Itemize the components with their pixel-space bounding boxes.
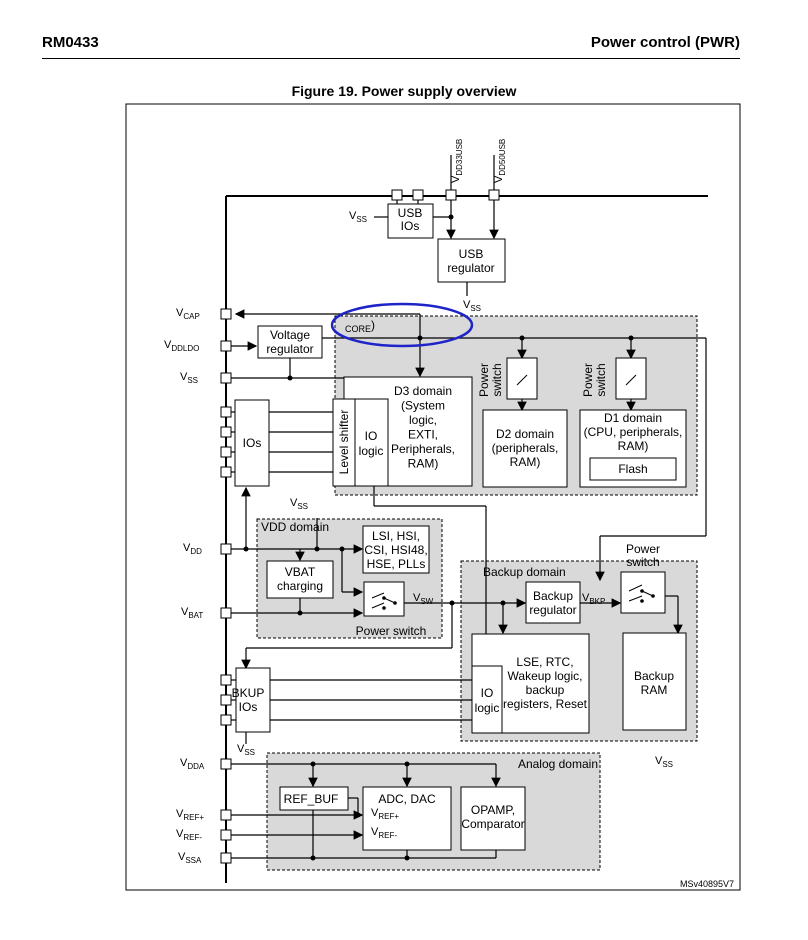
core-domain-label: CORE) [345, 318, 375, 334]
usb-ios-block [387, 203, 434, 239]
vss-label: VSS [180, 371, 198, 385]
vbat-charging-block [266, 560, 334, 599]
ios-label: IOs [243, 436, 262, 450]
switch-contacts [382, 589, 655, 610]
header-rule [42, 58, 740, 59]
ref-buf-block [279, 786, 349, 811]
vddldo-label: VDDLDO [164, 339, 199, 353]
vss-usb-ios-label: VSS [349, 210, 367, 224]
vdd-label: VDD [183, 542, 202, 556]
document-id: RM0433 [42, 34, 99, 51]
vssa-label: VSSA [178, 851, 202, 865]
d2-power-switch-block [506, 357, 538, 400]
io-logic-block [354, 398, 389, 487]
adc-vrefp-label: VREF+ [371, 807, 399, 821]
backup-power-switch-block [620, 571, 666, 614]
pin-pads [220, 189, 500, 864]
vrefm-label: VREF- [176, 828, 202, 842]
figure-title: Figure 19. Power supply overview [291, 83, 517, 99]
opamp-block [460, 786, 526, 851]
figure-ref-label: MSv40895V7 [680, 879, 734, 889]
junction-dots [243, 214, 634, 861]
flash-block [589, 457, 677, 481]
vdd50usb-label: VDD50USB [493, 139, 507, 183]
backup-domain-label: Backup domain [483, 565, 566, 579]
vbkp-label: VBKP [582, 592, 605, 606]
core-domain-highlight [330, 302, 474, 348]
oscillators-block [362, 525, 430, 574]
vdd33usb-label: VDD33USB [450, 139, 464, 183]
oscillators-label: LSI, HSI,CSI, HSI48,HSE, PLLs [364, 529, 427, 571]
d2-power-switch-label: Powerswitch [477, 363, 504, 397]
blocks [234, 203, 687, 851]
vdd-domain-label: VDD domain [261, 520, 329, 534]
vrefp-label: VREF+ [176, 808, 204, 822]
d1-power-switch-label: Powerswitch [581, 363, 608, 397]
vss-usb-regulator-label: VSS [463, 299, 481, 313]
ios-block [234, 399, 270, 487]
switch-symbols [371, 374, 654, 609]
analog-domain-label: Analog domain [518, 757, 598, 771]
backup-io-logic-block [471, 665, 503, 734]
vss-backup-label: VSS [655, 755, 673, 769]
vcap-label: VCAP [176, 307, 200, 321]
adc-dac-label: ADC, DAC [378, 792, 436, 806]
d1-domain-label: D1 domain(CPU, peripherals,RAM) [584, 411, 683, 453]
backup-ram-block [622, 632, 687, 731]
power-switch-label: Power switch [356, 624, 427, 638]
d1-power-switch-block [615, 357, 647, 400]
level-shifter-label: Level shifter [337, 410, 351, 475]
vss-vdd-domain-label: VSS [290, 497, 308, 511]
figure-frame [125, 103, 741, 891]
vsw-label: VSW [413, 592, 434, 606]
vss-bkup-label: VSS [237, 743, 255, 757]
ref-buf-label: REF_BUF [284, 792, 339, 806]
bkup-ios-block [235, 667, 271, 733]
vbat-label: VBAT [181, 606, 203, 620]
adc-dac-block [362, 786, 452, 851]
adc-vrefm-label: VREF- [371, 826, 397, 840]
backup-regulator-block [525, 581, 581, 624]
opamp-label: OPAMP,Comparator [461, 803, 524, 831]
section-title: Power control (PWR) [590, 34, 740, 51]
vdda-label: VDDA [180, 757, 205, 771]
d2-domain-block [482, 409, 568, 488]
d2-domain-label: D2 domain(peripherals,RAM) [492, 427, 559, 469]
usb-regulator-block [437, 238, 506, 283]
flash-label: Flash [618, 462, 647, 476]
voltage-regulator-block [257, 325, 323, 359]
